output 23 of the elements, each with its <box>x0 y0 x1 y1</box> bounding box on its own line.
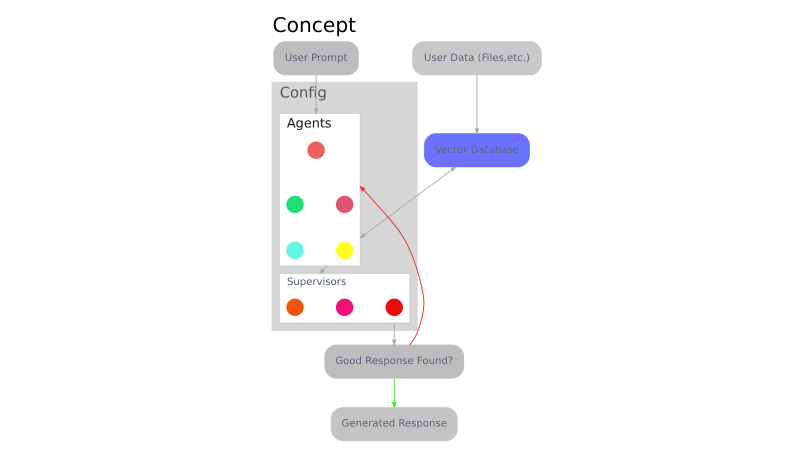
node-circle <box>286 196 304 214</box>
node-circle <box>386 298 403 316</box>
arrow <box>392 322 397 346</box>
node-box: Vector Database <box>424 133 530 168</box>
cluster: Agents <box>278 113 361 266</box>
node-circle <box>286 298 304 316</box>
node-box: Good Response Found? <box>324 344 464 379</box>
arrow <box>474 74 480 135</box>
node-box: User Data (Files,etc.) <box>412 41 542 76</box>
node-circle <box>336 298 354 316</box>
node-box: User Prompt <box>273 41 359 76</box>
arrow <box>359 166 457 239</box>
node-circle <box>336 242 354 260</box>
arrow <box>318 266 328 274</box>
diagram-title: Concept <box>272 13 356 38</box>
node-box: Generated Response <box>330 407 458 442</box>
node-circle <box>307 141 325 159</box>
arrow <box>359 185 424 346</box>
node-circle <box>286 242 304 260</box>
node-circle <box>336 196 354 214</box>
cluster: Supervisors <box>278 272 410 324</box>
arrow <box>392 378 397 409</box>
arrow <box>314 74 318 115</box>
